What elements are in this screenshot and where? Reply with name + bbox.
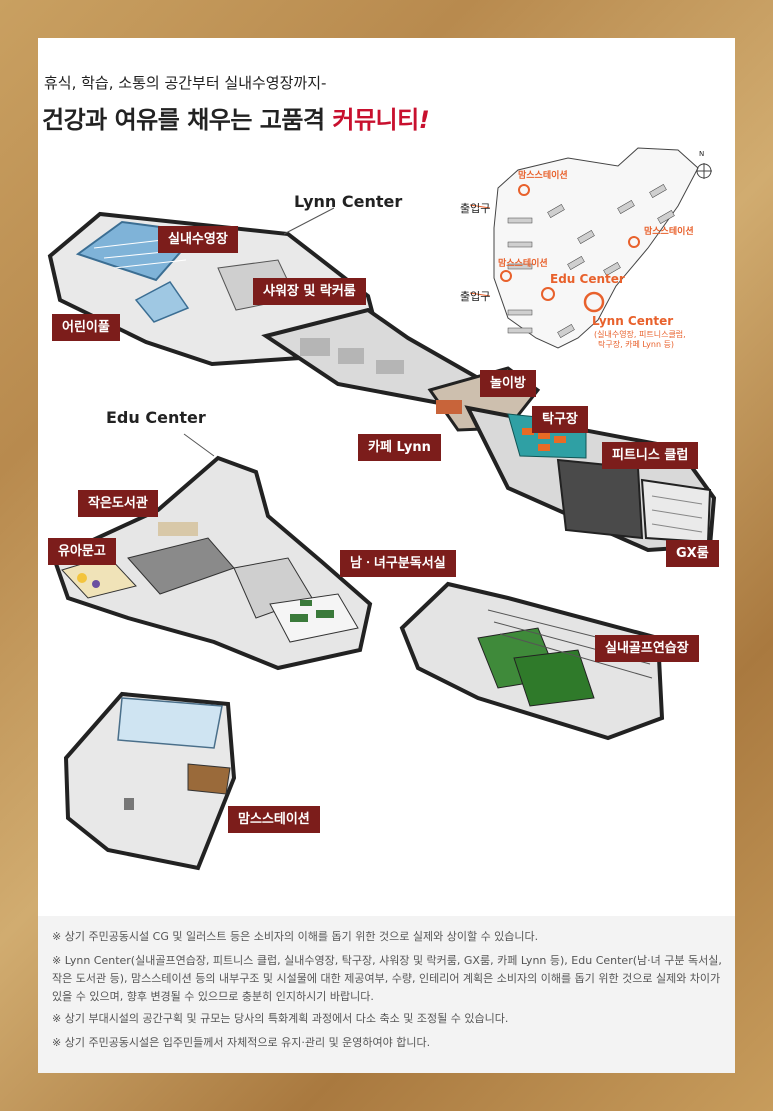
label-pool: 실내수영장 (158, 226, 238, 253)
moms-station-plan (63, 691, 237, 871)
label-study: 남ㆍ녀구분독서실 (340, 550, 456, 577)
map-lynn-center: Lynn Center (592, 314, 674, 328)
edu-center-plan (51, 455, 373, 671)
headline-main: 건강과 여유를 채우는 고품격 (42, 106, 333, 134)
map-entrance-2: 출입구 (460, 290, 491, 303)
label-shower: 샤워장 및 락커룸 (253, 278, 366, 305)
map-moms-2: 맘스스테이션 (644, 227, 694, 237)
headline-mark: ! (418, 106, 430, 134)
label-moms: 맘스스테이션 (228, 806, 320, 833)
note-4: ※ 상기 주민공동시설은 입주민들께서 자체적으로 유지·관리 및 운영하여야 … (52, 1036, 431, 1049)
lynn-center-title: Lynn Center (294, 192, 403, 211)
map-entrance-1: 출입구 (460, 202, 491, 215)
label-golf: 실내골프연습장 (595, 635, 699, 662)
label-table-tennis: 탁구장 (532, 406, 588, 433)
label-fitness: 피트니스 클럽 (602, 442, 699, 469)
map-edu-center: Edu Center (550, 272, 625, 286)
page-canvas: 휴식, 학습, 소통의 공간부터 실내수영장까지- 건강과 여유를 채우는 고품… (38, 38, 735, 1073)
disclaimer-notes: ※ 상기 주민공동시설 CG 및 일러스트 등은 소비자의 이해를 돕기 위한 … (38, 916, 735, 1073)
map-moms-1: 맘스스테이션 (518, 171, 568, 181)
headline: 건강과 여유를 채우는 고품격 커뮤니티! (42, 100, 430, 135)
note-2: ※ Lynn Center(실내골프연습장, 피트니스 클럽, 실내수영장, 탁… (52, 954, 722, 1003)
intro-text: 휴식, 학습, 소통의 공간부터 실내수영장까지- (44, 74, 327, 92)
edu-center-title: Edu Center (106, 408, 206, 427)
label-gx: GX룸 (666, 540, 719, 567)
compass-icon: N (699, 150, 705, 158)
label-kids-pool: 어린이풀 (52, 314, 120, 341)
golf-plan (399, 581, 665, 741)
floor-plan-illustration (47, 147, 717, 871)
note-3: ※ 상기 부대시설의 공간구획 및 규모는 당사의 특화계획 과정에서 다소 축… (52, 1012, 509, 1025)
map-lynn-detail-2: 탁구장, 카페 Lynn 등) (598, 340, 675, 349)
label-cafe: 카페 Lynn (358, 434, 441, 461)
label-playroom: 놀이방 (480, 370, 536, 397)
headline-accent: 커뮤니티 (332, 106, 419, 134)
map-moms-3: 맘스스테이션 (498, 259, 548, 269)
leader-lines (183, 204, 491, 457)
note-1: ※ 상기 주민공동시설 CG 및 일러스트 등은 소비자의 이해를 돕기 위한 … (52, 930, 539, 943)
label-toddler: 유아문고 (48, 538, 116, 565)
label-small-library: 작은도서관 (78, 490, 158, 517)
map-lynn-detail-1: (실내수영장, 피트니스클럽, (594, 330, 686, 339)
site-map (493, 147, 712, 349)
